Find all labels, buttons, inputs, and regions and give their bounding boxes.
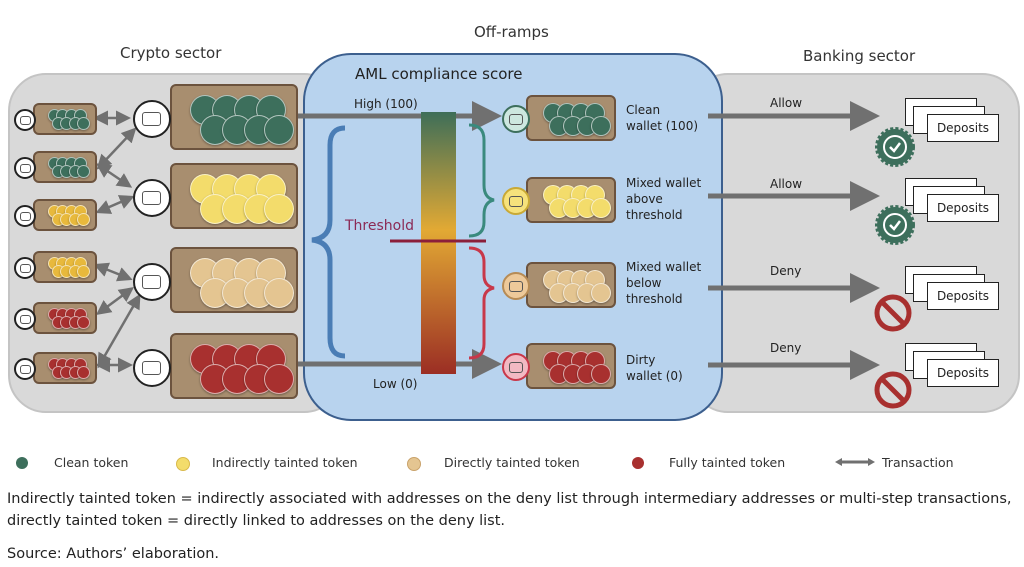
offramp-wallet-tray <box>526 343 616 389</box>
approved-badge-icon <box>875 205 915 245</box>
legend-transaction-label: Transaction <box>882 455 954 470</box>
token <box>591 116 612 136</box>
decision-label: Deny <box>770 264 802 278</box>
legend-indirect-dot <box>176 457 190 471</box>
main-wallet-tray <box>170 84 298 150</box>
wallet-icon <box>14 358 36 380</box>
aml-score-bar <box>421 112 456 374</box>
token <box>591 364 612 384</box>
legend-clean-label: Clean token <box>54 455 129 470</box>
token <box>77 265 91 278</box>
legend-direct-dot <box>407 457 421 471</box>
main-wallet-tray <box>170 333 298 399</box>
token <box>77 117 91 130</box>
deposits-stack: Deposits <box>905 98 1005 148</box>
small-wallet-tray <box>33 352 97 384</box>
transaction-arrow <box>93 262 133 282</box>
decision-label: Deny <box>770 341 802 355</box>
token <box>264 194 294 224</box>
main-wallet-tray <box>170 163 298 229</box>
decision-label: Allow <box>770 96 803 110</box>
token <box>77 165 91 178</box>
below-threshold-bracket <box>468 246 495 360</box>
aml-high-label: High (100) <box>354 97 418 111</box>
token <box>591 283 612 303</box>
token <box>264 278 294 308</box>
token <box>264 115 294 145</box>
crypto-sector-title: Crypto sector <box>120 44 222 62</box>
wallet-icon <box>502 353 530 381</box>
scope-bracket <box>311 125 346 359</box>
transaction-arrow <box>95 195 135 214</box>
offramp-wallet-tray <box>526 177 616 223</box>
token <box>77 213 91 226</box>
token <box>77 366 91 379</box>
source-note: Source: Authors’ elaboration. <box>7 546 220 562</box>
aml-score-title: AML compliance score <box>355 65 523 83</box>
offramp-wallet-tray <box>526 95 616 141</box>
offramp-wallet-tray <box>526 262 616 308</box>
token <box>264 364 294 394</box>
legend-full-dot <box>632 457 644 469</box>
approved-badge-icon <box>875 127 915 167</box>
wallet-icon <box>502 272 530 300</box>
wallet-icon <box>502 105 530 133</box>
denied-badge-icon <box>874 294 912 332</box>
wallet-icon <box>14 308 36 330</box>
offramps-title: Off-ramps <box>474 23 549 41</box>
token <box>591 198 612 218</box>
small-wallet-tray <box>33 151 97 183</box>
main-wallet-tray <box>170 247 298 313</box>
aml-low-label: Low (0) <box>373 377 418 391</box>
legend-indirect-label: Indirectly tainted token <box>212 455 358 470</box>
denied-badge-icon <box>874 371 912 409</box>
wallet-icon <box>133 263 171 301</box>
transaction-arrow <box>95 287 135 315</box>
transaction-arrow <box>97 293 141 369</box>
banking-sector-title: Banking sector <box>803 47 916 65</box>
note-line-1: Indirectly tainted token = indirectly as… <box>7 491 1012 507</box>
legend-full-label: Fully tainted token <box>669 455 786 470</box>
threshold-label: Threshold <box>345 218 414 234</box>
diagram-graphics <box>93 101 915 409</box>
small-wallet-tray <box>33 302 97 334</box>
above-threshold-bracket <box>468 123 495 238</box>
small-wallet-tray <box>33 199 97 231</box>
wallet-icon <box>133 179 171 217</box>
transaction-arrow <box>96 127 137 170</box>
wallet-icon <box>14 109 36 131</box>
transaction-arrow <box>95 163 133 188</box>
legend-transaction-arrow-icon <box>835 458 875 466</box>
token <box>77 316 91 329</box>
wallet-icon <box>14 157 36 179</box>
wallet-icon <box>133 100 171 138</box>
small-wallet-tray <box>33 103 97 135</box>
wallet-icon <box>14 205 36 227</box>
note-line-2: directly tainted token = directly linked… <box>7 513 506 529</box>
transaction-arrows <box>93 110 141 373</box>
deposits-stack: Deposits <box>905 266 1005 316</box>
deposits-stack: Deposits <box>905 178 1005 228</box>
legend-clean-dot <box>16 457 28 469</box>
wallet-icon <box>14 257 36 279</box>
wallet-icon <box>502 187 530 215</box>
deposits-stack: Deposits <box>905 343 1005 393</box>
wallet-icon <box>133 349 171 387</box>
decision-label: Allow <box>770 177 803 191</box>
legend-direct-label: Directly tainted token <box>444 455 580 470</box>
small-wallet-tray <box>33 251 97 283</box>
